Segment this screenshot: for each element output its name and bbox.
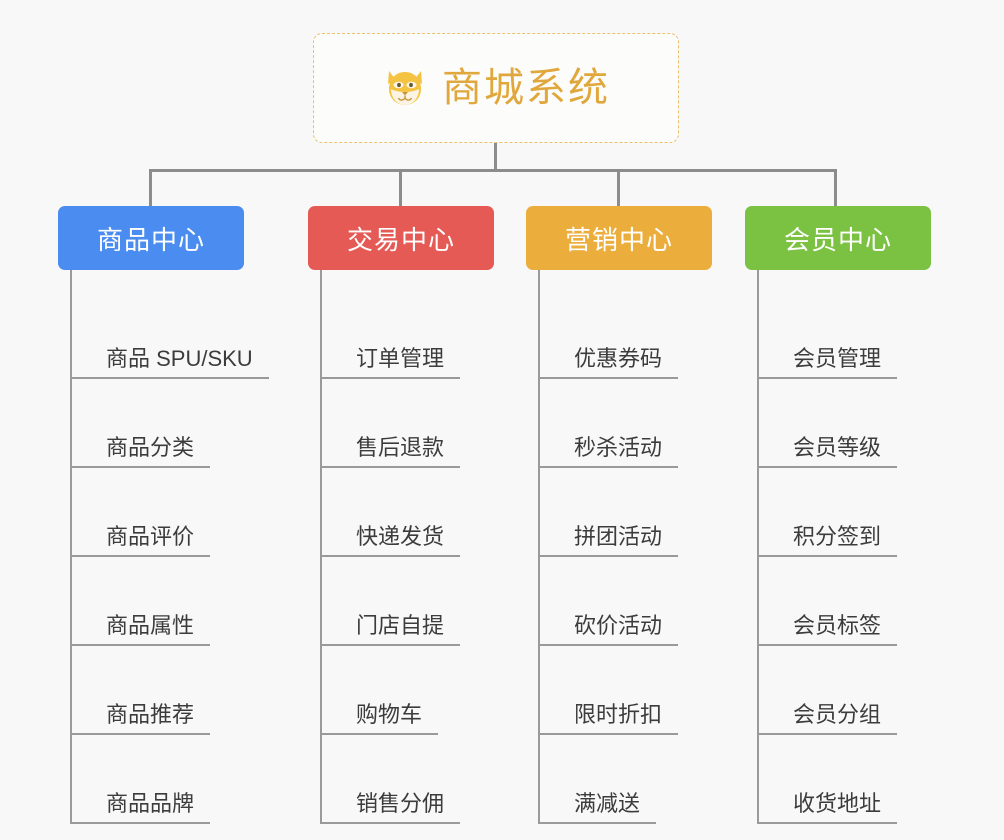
leaf-label: 购物车 [322,701,439,735]
leaf-label: 商品属性 [72,612,211,646]
leaf-label: 砍价活动 [540,612,679,646]
connector-drop-3 [617,169,620,206]
category-header-4[interactable]: 会员中心 [745,206,931,270]
list-item[interactable]: 砍价活动 [528,557,712,646]
list-item[interactable]: 门店自提 [310,557,494,646]
leaf-label: 商品分类 [72,434,211,468]
category-label: 营销中心 [564,224,673,255]
leaf-label: 快递发货 [322,523,461,557]
leaf-label: 订单管理 [322,345,461,379]
list-item[interactable]: 限时折扣 [528,646,712,735]
leaf-list-1: 商品 SPU/SKU 商品分类 商品评价 商品属性 商品推荐 商品品牌 [58,270,269,824]
leaf-list-4: 会员管理 会员等级 积分签到 会员标签 会员分组 收货地址 [745,270,931,824]
list-item[interactable]: 商品分类 [60,379,244,468]
connector-stem [494,143,497,171]
category-header-1[interactable]: 商品中心 [58,206,244,270]
list-item[interactable]: 会员管理 [747,290,931,379]
leaf-label: 商品 SPU/SKU [72,345,269,379]
list-item[interactable]: 商品推荐 [60,646,244,735]
leaf-label: 会员等级 [759,434,898,468]
root-node[interactable]: 商城系统 [313,33,679,143]
leaf-label: 优惠券码 [540,345,679,379]
leaf-label: 门店自提 [322,612,461,646]
list-item[interactable]: 会员等级 [747,379,931,468]
list-item[interactable]: 售后退款 [310,379,494,468]
leaf-label: 积分签到 [759,523,898,557]
list-item[interactable]: 购物车 [310,646,494,735]
connector-drop-1 [149,169,152,206]
category-column-1: 商品中心 商品 SPU/SKU 商品分类 商品评价 商品属性 商品推荐 商品品牌 [58,206,269,824]
leaf-label: 拼团活动 [540,523,679,557]
connector-drop-2 [399,169,402,206]
list-item[interactable]: 秒杀活动 [528,379,712,468]
list-item[interactable]: 商品评价 [60,468,244,557]
leaf-label: 会员标签 [759,612,898,646]
category-header-2[interactable]: 交易中心 [308,206,494,270]
category-column-4: 会员中心 会员管理 会员等级 积分签到 会员标签 会员分组 收货地址 [745,206,931,824]
list-item[interactable]: 订单管理 [310,290,494,379]
leaf-spine [538,270,540,824]
leaf-spine [70,270,72,824]
leaf-label: 秒杀活动 [540,434,679,468]
list-item[interactable]: 满减送 [528,735,712,824]
leaf-label: 商品品牌 [72,790,211,824]
list-item[interactable]: 商品品牌 [60,735,244,824]
list-item[interactable]: 销售分佣 [310,735,494,824]
list-item[interactable]: 商品属性 [60,557,244,646]
leaf-list-2: 订单管理 售后退款 快递发货 门店自提 购物车 销售分佣 [308,270,494,824]
category-label: 商品中心 [96,224,205,255]
category-label: 交易中心 [346,224,455,255]
list-item[interactable]: 收货地址 [747,735,931,824]
list-item[interactable]: 商品 SPU/SKU [60,290,269,379]
leaf-label: 会员管理 [759,345,898,379]
leaf-label: 销售分佣 [322,790,461,824]
connector-bus [149,169,837,172]
list-item[interactable]: 会员标签 [747,557,931,646]
category-column-2: 交易中心 订单管理 售后退款 快递发货 门店自提 购物车 销售分佣 [308,206,494,824]
leaf-spine [320,270,322,824]
list-item[interactable]: 拼团活动 [528,468,712,557]
leaf-list-3: 优惠券码 秒杀活动 拼团活动 砍价活动 限时折扣 满减送 [526,270,712,824]
connector-drop-4 [834,169,837,206]
list-item[interactable]: 快递发货 [310,468,494,557]
dog-face-icon [382,65,428,111]
list-item[interactable]: 优惠券码 [528,290,712,379]
category-column-3: 营销中心 优惠券码 秒杀活动 拼团活动 砍价活动 限时折扣 满减送 [526,206,712,824]
leaf-label: 售后退款 [322,434,461,468]
category-header-3[interactable]: 营销中心 [526,206,712,270]
list-item[interactable]: 会员分组 [747,646,931,735]
root-title: 商城系统 [442,66,610,110]
list-item[interactable]: 积分签到 [747,468,931,557]
category-label: 会员中心 [783,224,892,255]
leaf-label: 满减送 [540,790,657,824]
leaf-label: 会员分组 [759,701,898,735]
leaf-label: 商品推荐 [72,701,211,735]
leaf-label: 商品评价 [72,523,211,557]
leaf-label: 收货地址 [759,790,898,824]
leaf-label: 限时折扣 [540,701,679,735]
leaf-spine [757,270,759,824]
